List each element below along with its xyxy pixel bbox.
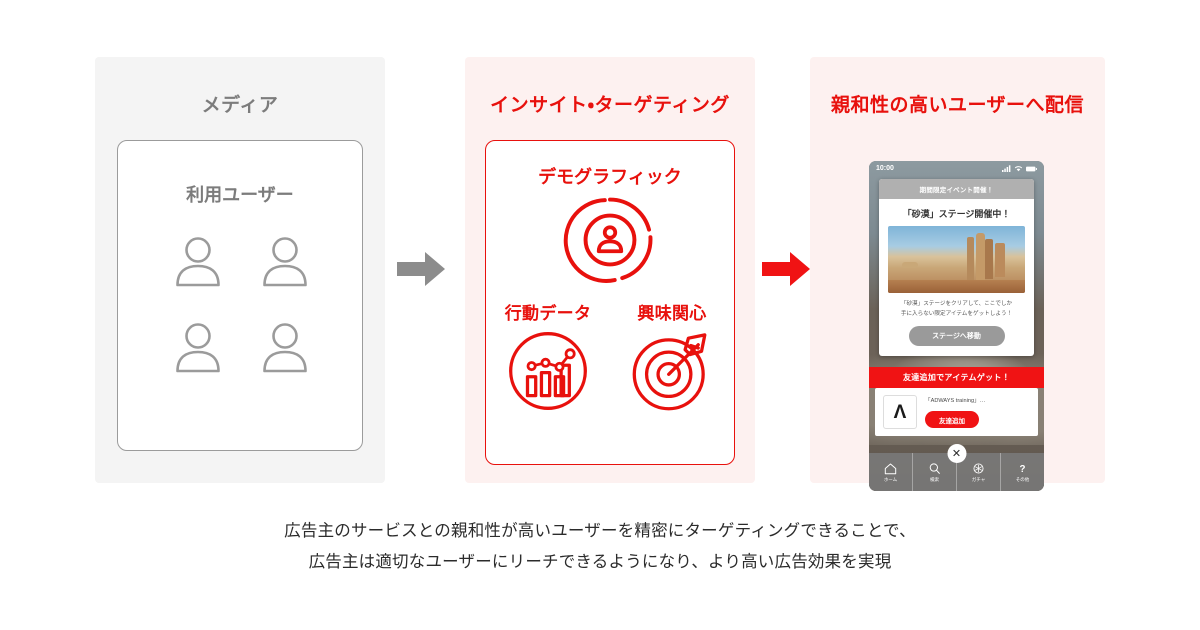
arrow-media-to-insight-icon — [397, 252, 445, 286]
desert-rock-shape — [901, 262, 918, 269]
tab-home[interactable]: ホーム — [869, 453, 913, 491]
caption-line-1: 広告主のサービスとの親和性が高いユーザーを精密にターゲティングできることで、 — [284, 522, 916, 540]
caption-line-2: 広告主は適切なユーザーにリーチできるようになり、より高い広告効果を実現 — [308, 552, 892, 571]
insight-item-label-demographic: デモグラフィック — [538, 167, 682, 187]
status-time: 10:00 — [876, 165, 894, 172]
app-logo-icon: Λ — [883, 395, 917, 429]
tab-search-label: 検索 — [930, 476, 939, 482]
signal-icon — [1002, 165, 1011, 172]
desert-rock-shape — [994, 243, 1005, 278]
phone-status-bar: 10:00 — [869, 161, 1044, 176]
go-to-stage-button[interactable]: ステージへ移動 — [908, 326, 1005, 346]
tab-other-label: その他 — [1015, 476, 1030, 482]
panel-media: メディア 利用ユーザー — [95, 57, 385, 483]
close-icon[interactable]: ✕ — [947, 444, 966, 463]
insight-item-row: 行動データ — [486, 299, 734, 417]
event-popup-title: 「砂漠」ステージ開催中！ — [902, 209, 1011, 219]
friend-add-promo: 友達追加でアイテムゲット！ Λ 「ADWAYS training」… 友達追加 — [869, 367, 1044, 436]
event-popup-body: 「砂漠」ステージをクリアして、ここでしか 手に入らない限定アイテムをゲットしよう… — [879, 293, 1034, 323]
tab-gacha-label: ガチャ — [971, 476, 986, 482]
person-icon — [262, 323, 307, 373]
insight-card: デモグラフィック 行動データ — [485, 140, 735, 465]
svg-text:?: ? — [1020, 464, 1026, 475]
person-icon — [262, 237, 307, 287]
person-icon — [175, 237, 220, 287]
arrow-insight-to-deliver-icon — [762, 252, 810, 286]
bar-chart-trend-icon — [509, 332, 587, 410]
insight-item-label-behavior: 行動データ — [504, 304, 592, 323]
event-popup-body-line2: 手に入らない限定アイテムをゲットしよう！ — [900, 310, 1013, 317]
battery-icon — [1026, 166, 1037, 171]
donut-person-icon — [563, 197, 653, 283]
wifi-icon — [1014, 166, 1023, 172]
promo-banner: 友達追加でアイテムゲット！ — [869, 367, 1044, 388]
promo-card-content: 「ADWAYS training」… 友達追加 — [925, 396, 1030, 429]
desert-rock-shape — [967, 236, 975, 281]
desert-rock-shape — [985, 239, 994, 280]
user-icon-grid — [154, 233, 328, 377]
panel-media-title: メディア — [201, 95, 279, 116]
insight-item-interest: 興味関心 — [612, 299, 732, 417]
media-user-card: 利用ユーザー — [117, 140, 363, 451]
event-popup-body-line1: 「砂漠」ステージをクリアして、ここでしか — [900, 301, 1013, 307]
person-icon — [175, 323, 220, 373]
media-card-label: 利用ユーザー — [186, 185, 294, 205]
promo-card: Λ 「ADWAYS training」… 友達追加 — [875, 388, 1038, 436]
panel-deliver-title: 親和性の高いユーザーへ配信 — [830, 95, 1085, 116]
caption: 広告主のサービスとの親和性が高いユーザーを精密にターゲティングできることで、 広… — [0, 516, 1200, 577]
event-popup: 期間限定イベント開催！ 「砂漠」ステージ開催中！ 「砂漠」ステージをクリアして、… — [879, 179, 1034, 356]
target-dart-icon — [632, 333, 707, 411]
insight-item-behavior: 行動データ — [488, 299, 608, 417]
event-popup-header: 期間限定イベント開催！ — [879, 179, 1034, 199]
desert-rock-shape — [975, 232, 985, 283]
tab-home-label: ホーム — [883, 476, 898, 482]
panel-deliver: 親和性の高いユーザーへ配信 10:00 — [810, 57, 1105, 491]
tab-search[interactable]: 検索 — [913, 453, 957, 491]
search-icon — [929, 462, 940, 474]
panel-insight: インサイト・ターゲティング デモグラフィック 行動デ — [465, 57, 755, 483]
help-icon: ? — [1020, 464, 1026, 475]
phone-mockup: 10:00 — [869, 161, 1044, 491]
home-icon — [884, 462, 897, 474]
status-icon-group — [1002, 165, 1037, 172]
friend-add-button[interactable]: 友達追加 — [925, 411, 979, 429]
panel-insight-title: インサイト・ターゲティング — [490, 95, 730, 116]
insight-item-label-interest: 興味関心 — [637, 304, 707, 323]
desert-ground — [888, 279, 1025, 293]
gacha-icon — [973, 462, 984, 474]
event-popup-image — [888, 226, 1025, 293]
promo-account-name: 「ADWAYS training」… — [925, 397, 986, 404]
tab-other[interactable]: ? その他 — [1001, 453, 1044, 491]
tab-gacha[interactable]: ガチャ — [957, 453, 1001, 491]
